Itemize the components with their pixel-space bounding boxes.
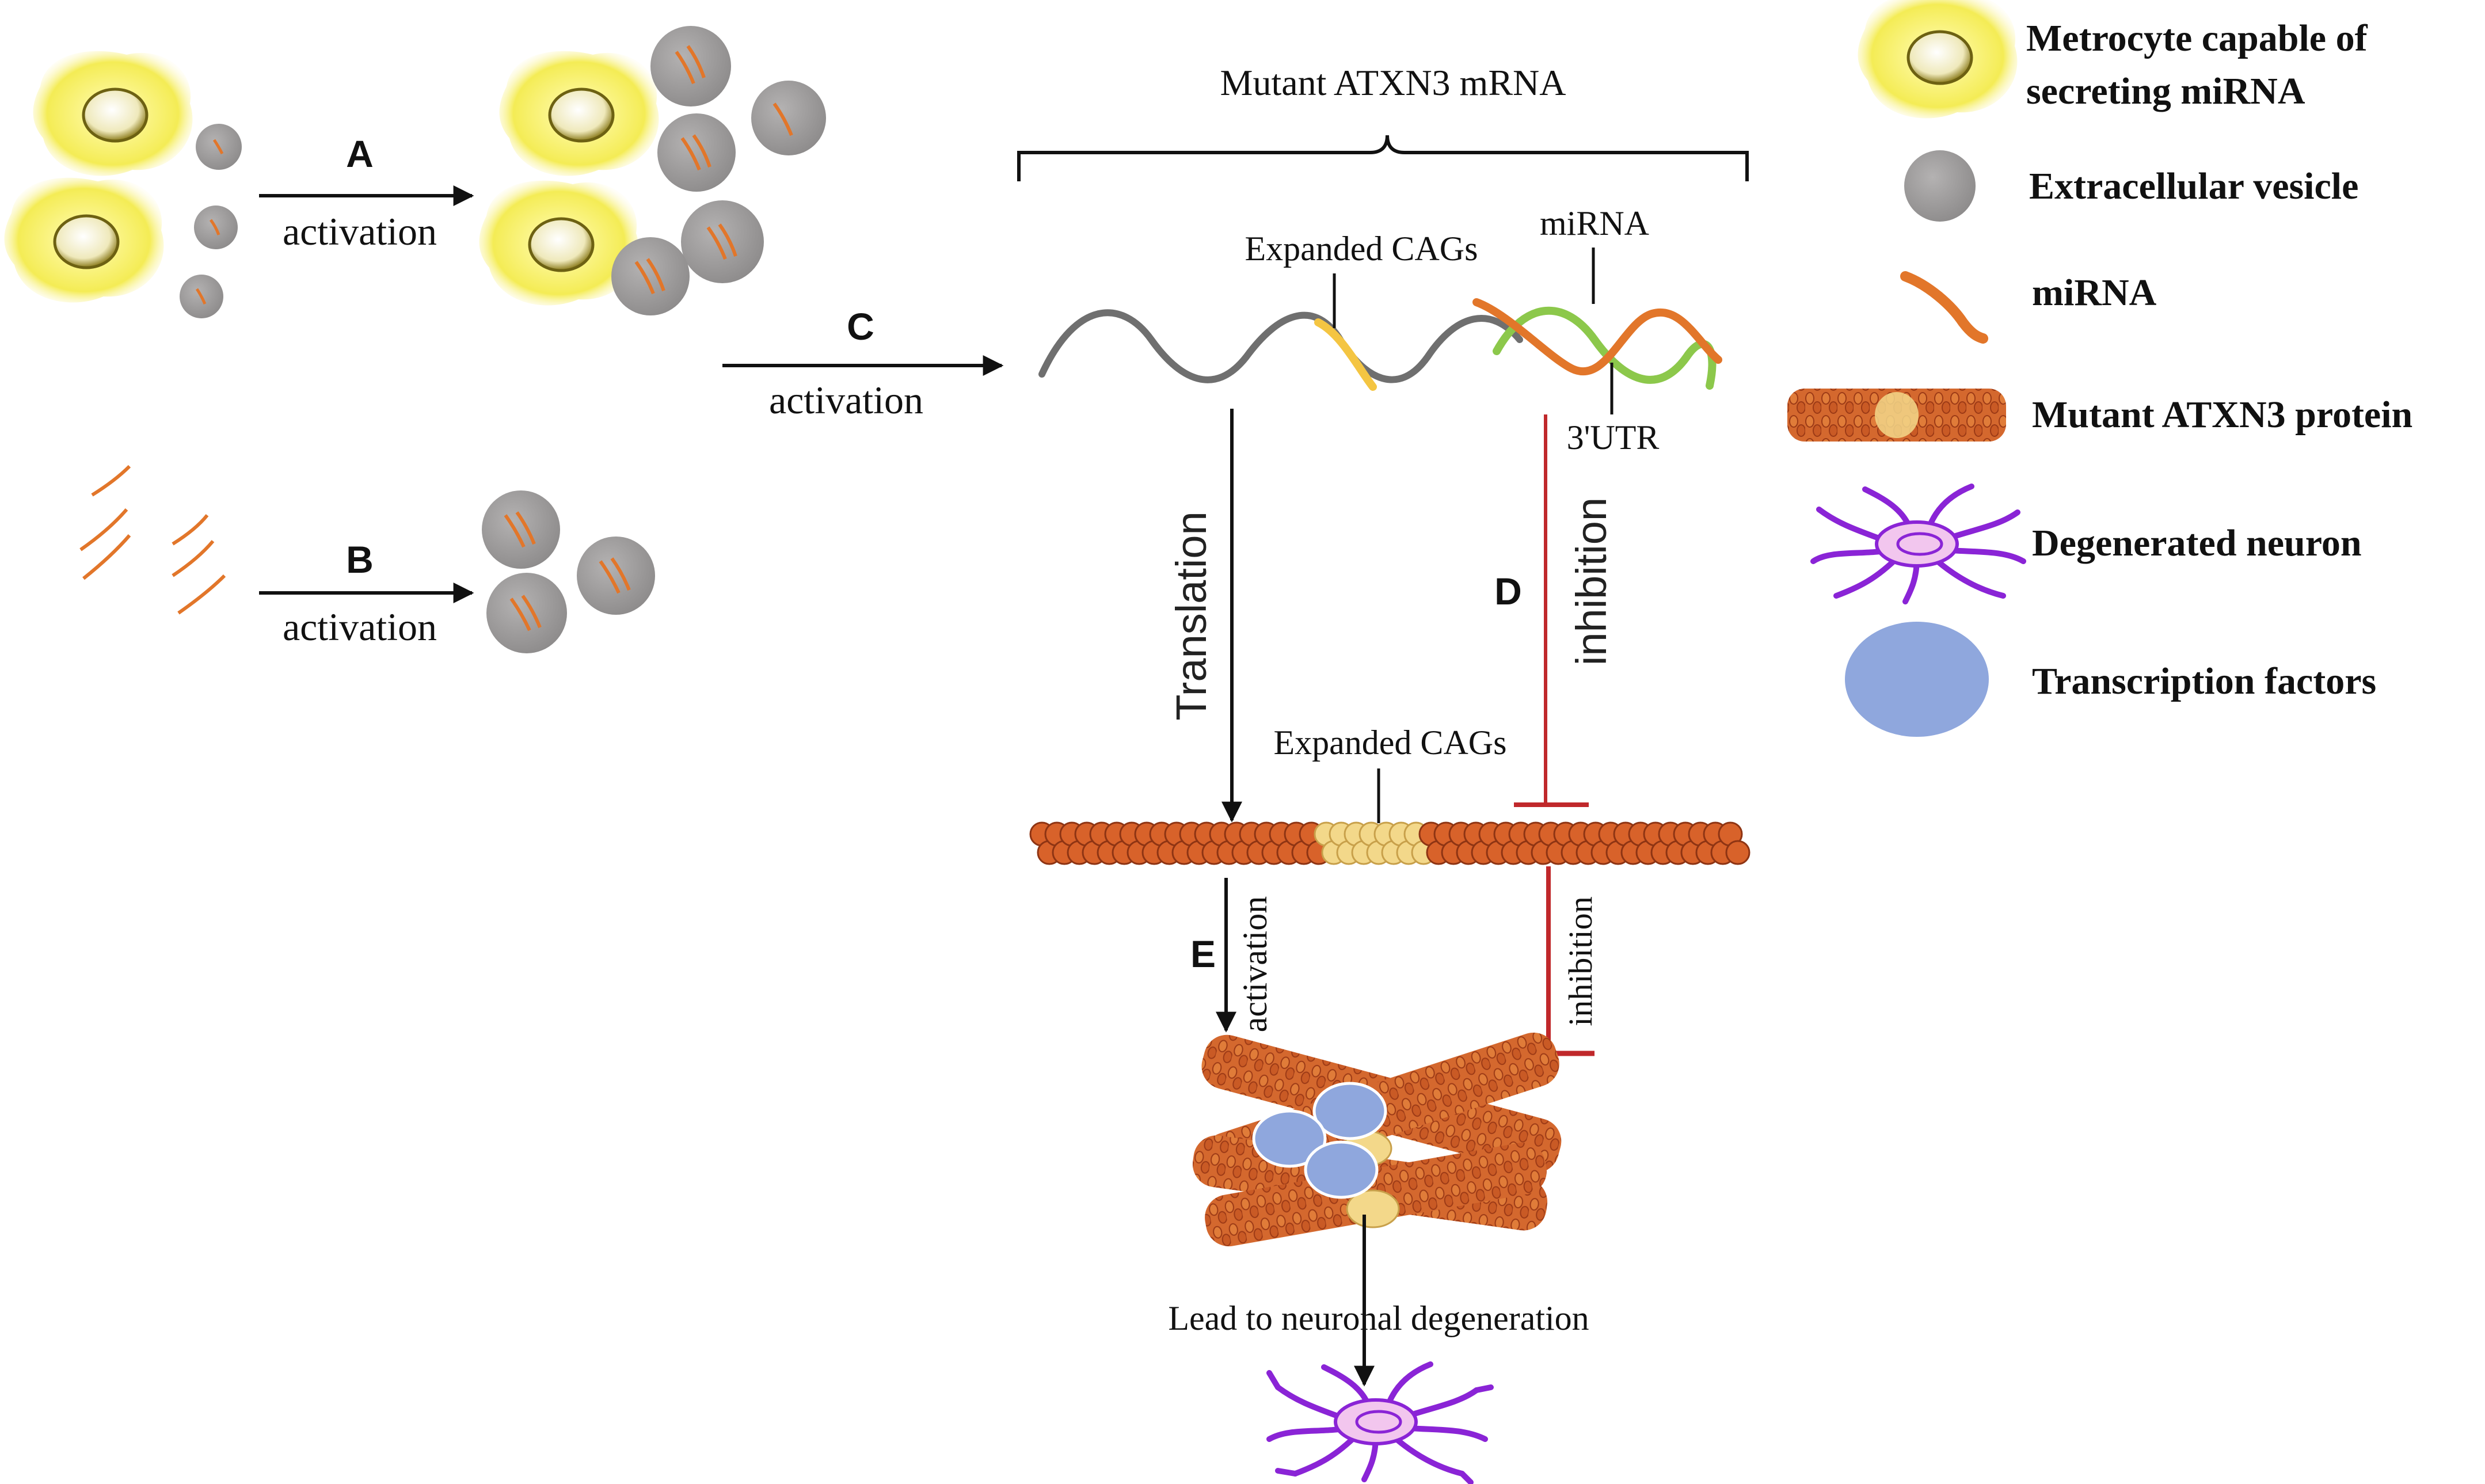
mrna-mirna-label: miRNA: [1540, 204, 1649, 242]
label-e: E: [1190, 933, 1216, 975]
legend-label: Metrocyte capable of: [2026, 17, 2368, 59]
protein-aggregate: [1192, 1032, 1562, 1247]
legend-label: Degenerated neuron: [2032, 522, 2362, 564]
label-a: A: [346, 132, 374, 175]
translation-label: Translation: [1167, 511, 1215, 720]
bound-mirna: [1472, 298, 1722, 376]
vesicle-icon: [1904, 150, 1976, 222]
neuron-icon: [1810, 484, 2026, 604]
small-vesicle: [196, 124, 242, 170]
loaded-vesicle: [650, 26, 731, 106]
legend-label: Transcription factors: [2032, 660, 2376, 702]
mutant-atxn3-protein: Expanded CAGs: [1029, 724, 1750, 865]
mrna-cag-label: Expanded CAGs: [1245, 230, 1478, 268]
arrow-a-label: activation: [283, 210, 437, 253]
legend: Metrocyte capable of secreting miRNA Ext…: [1787, 0, 2412, 737]
arrow-b-label: activation: [283, 605, 437, 649]
metrocyte-icon: [1858, 0, 2018, 119]
label-c: C: [847, 305, 874, 348]
loaded-vesicle: [751, 81, 826, 155]
free-mirna-strands: [79, 465, 226, 615]
protein-beads: [1029, 821, 1750, 865]
transcription-factor-icon: [1845, 622, 1989, 737]
loaded-vesicle: [486, 573, 567, 653]
section-a: A activation: [4, 26, 826, 318]
legend-label: miRNA: [2032, 272, 2157, 314]
section-b: B activation: [79, 465, 655, 653]
transcription-factor: [1312, 1082, 1387, 1140]
legend-item-protein: Mutant ATXN3 protein: [1787, 389, 2412, 442]
small-vesicle: [194, 206, 238, 249]
metrocyte-cell: [4, 177, 164, 303]
legend-item-neuron: Degenerated neuron: [1810, 484, 2362, 604]
label-b: B: [346, 538, 374, 581]
transcription-factor: [1304, 1140, 1379, 1199]
cag-segment: [1314, 318, 1377, 391]
mrna-bracket: [1017, 135, 1749, 181]
mrna-strand: [1038, 309, 1523, 383]
inhibition-protein-label: inhibition: [1562, 896, 1599, 1026]
inhibition-d: [1514, 414, 1589, 807]
mutant-mrna: Mutant ATXN3 mRNA Expanded CAGs miRNA 3'…: [1017, 62, 1749, 456]
loaded-vesicle: [611, 237, 690, 315]
activation-e-label: activation: [1236, 896, 1274, 1033]
label-d: D: [1494, 570, 1522, 612]
loaded-vesicle: [657, 113, 736, 192]
small-vesicle: [180, 275, 223, 318]
protein-icon: [1787, 389, 2006, 442]
legend-item-mirna: miRNA: [1900, 271, 2157, 344]
mirna-icon: [1900, 271, 1988, 344]
arrow-c-label: activation: [769, 378, 923, 422]
metrocyte-cell: [33, 51, 193, 176]
metrocyte-cell: [499, 51, 659, 176]
legend-item-metrocyte: Metrocyte capable of secreting miRNA: [1858, 0, 2368, 119]
inhibition-d-label: inhibition: [1567, 497, 1615, 665]
transcription-factor: [1252, 1109, 1327, 1168]
legend-label: Extracellular vesicle: [2029, 165, 2358, 207]
utr-label: 3'UTR: [1567, 418, 1660, 456]
legend-label: secreting miRNA: [2026, 70, 2305, 112]
metrocyte-cell: [479, 180, 639, 306]
legend-label: Mutant ATXN3 protein: [2032, 394, 2412, 436]
loaded-vesicle: [577, 536, 655, 615]
loaded-vesicle: [482, 490, 560, 569]
protein-cag-label: Expanded CAGs: [1274, 724, 1507, 762]
legend-item-vesicle: Extracellular vesicle: [1904, 150, 2358, 222]
legend-item-transcription-factor: Transcription factors: [1845, 622, 2376, 737]
degenerated-neuron: [1266, 1361, 1494, 1484]
outcome-label: Lead to neuronal degeneration: [1168, 1299, 1589, 1337]
loaded-vesicle: [681, 200, 764, 283]
mrna-title: Mutant ATXN3 mRNA: [1220, 62, 1566, 103]
